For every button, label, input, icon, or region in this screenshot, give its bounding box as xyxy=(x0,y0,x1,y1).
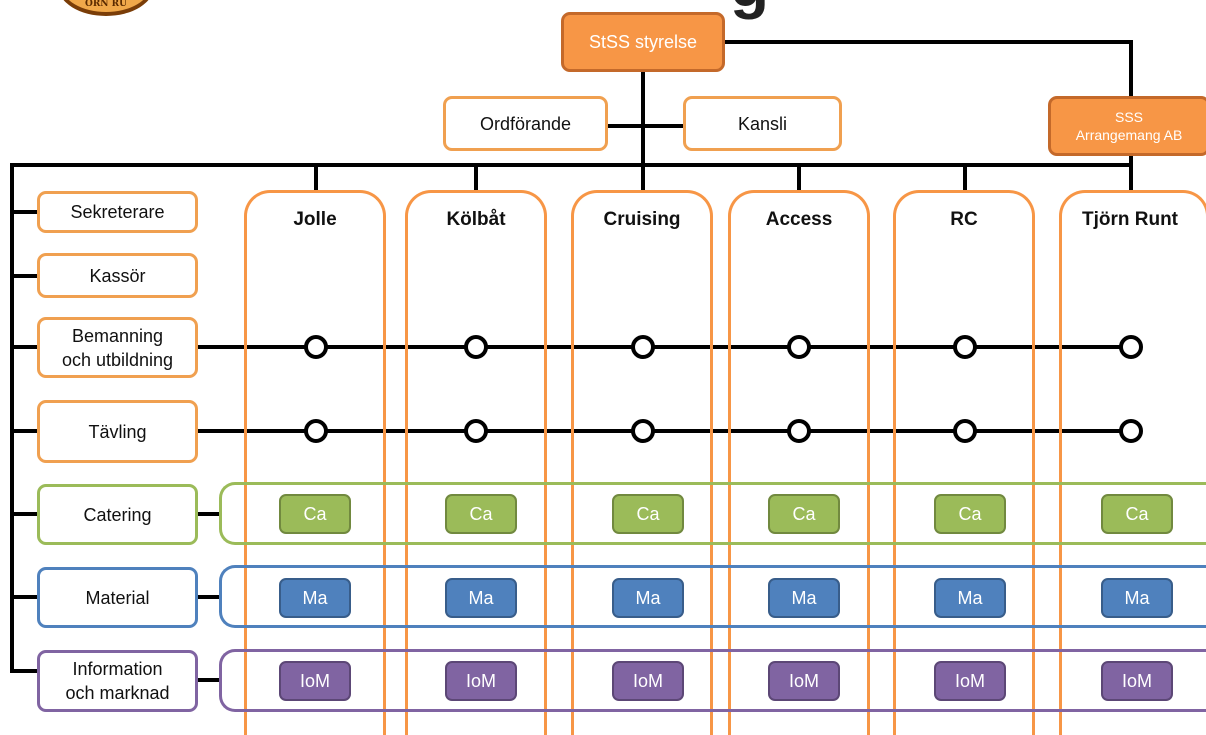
catering-chip[interactable]: Ca xyxy=(279,494,351,534)
tavling-node-circle xyxy=(464,419,488,443)
company-line1: SSS xyxy=(1114,109,1143,125)
dept-label-cruising: Cruising xyxy=(603,209,681,230)
role-label: Information och marknad xyxy=(65,659,170,703)
role-label: Bemanning och utbildning xyxy=(61,325,174,370)
material-chip[interactable]: Ma xyxy=(612,578,684,618)
role-sekreterare[interactable]: Sekreterare xyxy=(37,191,198,233)
material-chip[interactable]: Ma xyxy=(934,578,1006,618)
catering-chip[interactable]: Ca xyxy=(768,494,840,534)
role-information[interactable]: Information och marknad xyxy=(37,650,198,712)
board-label: StSS styrelse xyxy=(588,32,698,52)
board-box[interactable]: StSS styrelse xyxy=(561,12,725,72)
tavling-node-circle xyxy=(787,419,811,443)
role-catering[interactable]: Catering xyxy=(37,484,198,545)
catering-chip[interactable]: Ca xyxy=(934,494,1006,534)
role-tavling[interactable]: Tävling xyxy=(37,400,198,463)
role-label: Material xyxy=(85,587,150,608)
role-material[interactable]: Material xyxy=(37,567,198,628)
information-chip[interactable]: IoM xyxy=(612,661,684,701)
tavling-node-circle xyxy=(631,419,655,443)
bemanning-node-circle xyxy=(953,335,977,359)
tavling-node-circle xyxy=(953,419,977,443)
information-chip[interactable]: IoM xyxy=(768,661,840,701)
information-chip[interactable]: IoM xyxy=(445,661,517,701)
role-label: Catering xyxy=(83,504,152,525)
material-chip[interactable]: Ma xyxy=(445,578,517,618)
dept-column-jolle xyxy=(244,190,386,735)
catering-chip[interactable]: Ca xyxy=(445,494,517,534)
ordforande-box[interactable]: Ordförande xyxy=(443,96,608,151)
material-chip[interactable]: Ma xyxy=(1101,578,1173,618)
information-chip[interactable]: IoM xyxy=(279,661,351,701)
role-label: Tävling xyxy=(88,421,147,442)
tavling-node-circle xyxy=(304,419,328,443)
information-chip[interactable]: IoM xyxy=(934,661,1006,701)
information-band xyxy=(219,649,1206,712)
catering-band xyxy=(219,482,1206,545)
company-box[interactable]: SSS Arrangemang AB xyxy=(1048,96,1206,156)
bemanning-node-circle xyxy=(304,335,328,359)
bemanning-node-circle xyxy=(1119,335,1143,359)
dept-column-tjorn-runt xyxy=(1059,190,1206,735)
material-band xyxy=(219,565,1206,628)
information-chip[interactable]: IoM xyxy=(1101,661,1173,701)
company-line2: Arrangemang AB xyxy=(1075,127,1183,143)
role-label: Sekreterare xyxy=(70,202,165,222)
logo-text: ÖRN RU xyxy=(84,0,127,9)
role-bemanning[interactable]: Bemanning och utbildning xyxy=(37,317,198,378)
dept-label-rc: RC xyxy=(950,209,978,230)
bemanning-node-circle xyxy=(464,335,488,359)
dept-label-jolle: Jolle xyxy=(293,209,337,230)
dept-label-kolbat: Kölbåt xyxy=(446,209,506,230)
tavling-node-circle xyxy=(1119,419,1143,443)
ordforande-label: Ordförande xyxy=(479,113,572,134)
bemanning-node-circle xyxy=(631,335,655,359)
bemanning-node-circle xyxy=(787,335,811,359)
dept-column-rc xyxy=(893,190,1035,735)
material-chip[interactable]: Ma xyxy=(768,578,840,618)
heading-fragment: g xyxy=(730,0,769,16)
dept-label-access: Access xyxy=(765,209,833,230)
role-label: Kassör xyxy=(89,265,146,286)
dept-column-access xyxy=(728,190,870,735)
dept-column-kolbat xyxy=(405,190,547,735)
dept-column-cruising xyxy=(571,190,713,735)
dept-label-tjorn-runt: Tjörn Runt xyxy=(1081,209,1179,230)
catering-chip[interactable]: Ca xyxy=(612,494,684,534)
role-kassor[interactable]: Kassör xyxy=(37,253,198,298)
kansli-label: Kansli xyxy=(737,113,788,134)
kansli-box[interactable]: Kansli xyxy=(683,96,842,151)
material-chip[interactable]: Ma xyxy=(279,578,351,618)
catering-chip[interactable]: Ca xyxy=(1101,494,1173,534)
